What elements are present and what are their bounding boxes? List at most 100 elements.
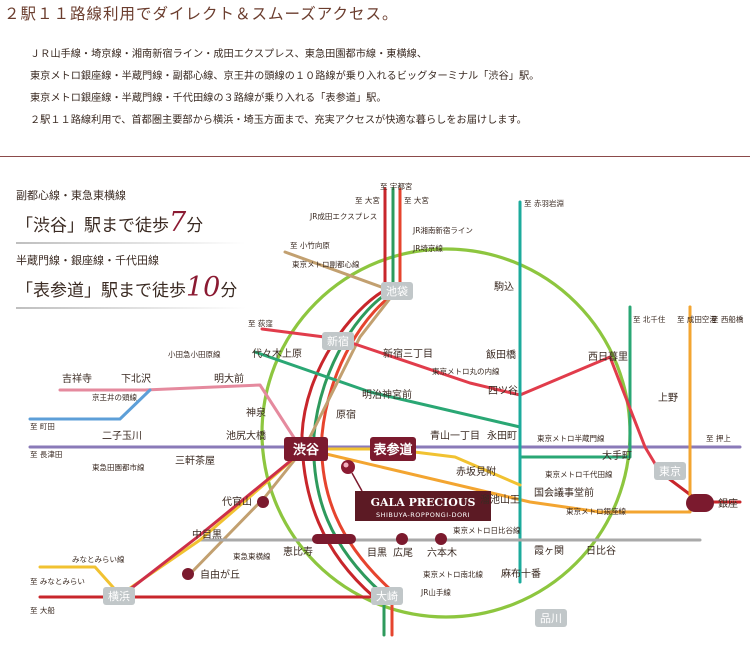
label-nakameguro: 中目黒 (192, 528, 222, 541)
label-meidaimae: 明大前 (214, 372, 244, 385)
svg-text:東京: 東京 (659, 464, 681, 478)
shonan-shinjuku-line (320, 187, 402, 637)
dest-naritakuko: 至 成田空港 (677, 314, 717, 324)
dest-ogikubo: 至 荻窪 (248, 318, 273, 328)
line-name-minatomirai: みなとみらい線 (72, 554, 125, 564)
label-komagome: 駒込 (494, 281, 514, 293)
intro-line: ２駅１１路線利用で、首都圏主要部から横浜・埼玉方面まで、充実アクセスが快適な暮ら… (30, 115, 527, 126)
intro-line: ＪＲ山手線・埼京線・湘南新宿ライン・成田エクスプレス、東急田園都市線・東横線、 (30, 49, 428, 60)
label-azabujuban: 麻布十番 (501, 567, 541, 580)
line-name-narita: JR成田エクスプレス (309, 211, 377, 221)
property-sub: SHIBUYA-ROPPONGI-DORI (376, 511, 470, 519)
svg-text:銀座: 銀座 (718, 497, 738, 510)
svg-text:横浜: 横浜 (108, 589, 130, 603)
intro-text: ＪＲ山手線・埼京線・湘南新宿ライン・成田エクスプレス、東急田園都市線・東横線、 … (30, 44, 745, 132)
label-nagatacho: 永田町 (487, 429, 517, 442)
line-name-odakyu: 小田急小田原線 (168, 349, 221, 359)
dest-kotakemukaihara: 至 小竹向原 (290, 240, 330, 250)
hiroo-label: 広尾 (393, 546, 413, 559)
dest-minatomirai: 至 みなとみらい (30, 577, 85, 586)
dest-ofuna: 至 大船 (30, 605, 55, 615)
line-name-yamanote: JR山手線 (420, 587, 451, 597)
line-name-shonan: JR湘南新宿ライン (412, 225, 473, 235)
label-iidabashi: 飯田橋 (486, 348, 516, 361)
ikebukuro-station: 池袋 (381, 282, 413, 300)
osaki-station: 大崎 (371, 587, 403, 605)
shibuya-walk: 「渋谷」駅まで徒歩7分 (16, 207, 204, 238)
line-name-toyoko: 東急東横線 (233, 551, 271, 561)
daikanyama-label: 代官山 (222, 495, 252, 508)
label-harajuku: 原宿 (336, 408, 356, 421)
jiyugaoka-label: 自由が丘 (200, 568, 240, 581)
label-kichijoji: 吉祥寺 (62, 372, 92, 385)
line-name-keio: 京王井の頭線 (92, 392, 137, 402)
label-shinsen: 神泉 (246, 406, 266, 419)
dest-akabaneiwabuchi: 至 赤羽岩淵 (524, 198, 564, 208)
yokohama-station: 横浜 (103, 587, 135, 605)
label-shinjukusanchome: 新宿三丁目 (383, 347, 433, 360)
minor-stations (182, 496, 447, 580)
terminal-badges: 池袋 新宿 東京 品川 大崎 横浜 (103, 282, 686, 627)
label-yotsuya: 四ツ谷 (488, 385, 518, 397)
ginza-shibuya-link (303, 447, 522, 487)
label-otemachi: 大手町 (602, 449, 632, 462)
label-ebisu: 恵比寿 (283, 545, 313, 558)
shibuya-minutes: 7 (169, 207, 187, 238)
roppongi-dot (435, 533, 447, 545)
label-aoyamaitchome: 青山一丁目 (430, 429, 480, 442)
shibuya-callout: 副都心線・東急東横線 「渋谷」駅まで徒歩7分 (16, 187, 246, 244)
callout-rule (16, 307, 246, 309)
keio-inokashira-line (58, 383, 302, 449)
svg-text:新宿: 新宿 (327, 334, 349, 348)
section-divider (0, 156, 750, 157)
dest-utsunomiya: 至 宇都宮 (380, 181, 412, 191)
shibuya-station: 渋谷 (284, 437, 328, 461)
shinjuku-station: 新宿 (322, 332, 354, 350)
omotesando-minutes: 10 (186, 272, 221, 303)
narita-express-line (38, 187, 387, 599)
svg-text:品川: 品川 (540, 612, 562, 625)
label-ueno: 上野 (658, 392, 678, 404)
label-akasakamitsuke: 赤坂見附 (456, 465, 496, 478)
odakyu-line (28, 388, 152, 421)
property-name: GALA PRECIOUS (371, 496, 476, 509)
label-sangenjaya: 三軒茶屋 (175, 454, 215, 467)
ginza-station: 銀座 (686, 494, 738, 512)
shinagawa-station: 品川 (535, 609, 567, 627)
omotesando-lines: 半蔵門線・銀座線・千代田線 (16, 254, 159, 267)
svg-text:表参道: 表参道 (372, 442, 412, 458)
line-name-marunouchi: 東京メトロ丸の内線 (432, 366, 500, 376)
line-name-saikyo: JR埼京線 (412, 243, 443, 253)
major-stations: 渋谷 表参道 銀座 (284, 437, 738, 512)
label-yoyogiuehara: 代々木上原 (252, 348, 302, 360)
ginza-line (303, 305, 692, 514)
daikanyama-dot (257, 496, 269, 508)
label-kasumigaseki: 霞ヶ関 (534, 545, 564, 557)
line-name-ginza: 東京メトロ銀座線 (566, 506, 626, 516)
line-name-chiyoda: 東京メトロ千代田線 (545, 469, 613, 479)
intro-line: 東京メトロ銀座線・半蔵門線・副都心線、京王井の頭線の１０路線が乗り入れるビッグタ… (30, 71, 540, 82)
label-futakotamagawa: 二子玉川 (102, 430, 142, 442)
toyoko-main (118, 447, 307, 599)
svg-text:渋谷: 渋谷 (293, 442, 320, 458)
saikyo-line (312, 187, 395, 637)
svg-text:池袋: 池袋 (386, 284, 408, 298)
line-name-fukutoshin: 東京メトロ副都心線 (292, 259, 360, 269)
label-nishinippori: 西日暮里 (588, 350, 628, 363)
label-shimokitazawa: 下北沢 (121, 372, 151, 385)
omotesando-callout: 半蔵門線・銀座線・千代田線 「表参道」駅まで徒歩10分 (16, 252, 246, 309)
label-kokkaigijidomae: 国会議事堂前 (534, 486, 594, 499)
line-name-hibiya: 東京メトロ日比谷線 (453, 525, 521, 535)
dest-nishifunabashi: 至 西船橋 (711, 314, 744, 324)
label-meijijingumae: 明治神宮前 (362, 388, 412, 401)
line-name-hanzomon: 東京メトロ半蔵門線 (537, 433, 605, 443)
tokyo-station: 東京 (654, 462, 686, 480)
dest-oshiage: 至 押上 (706, 433, 731, 443)
callout-rule (16, 242, 246, 244)
intro-line: 東京メトロ銀座線・半蔵門線・千代田線の３路線が乗り入れる「表参道」駅。 (30, 93, 387, 104)
label-meguro: 目黒 (367, 547, 387, 559)
line-name-denentoshi: 東急田園都市線 (92, 462, 145, 472)
line-name-namboku: 東京メトロ南北線 (423, 569, 483, 579)
page-heading: ２駅１１路線利用でダイレクト＆スムーズアクセス。 (4, 5, 399, 23)
hiroo-dot (396, 533, 408, 545)
